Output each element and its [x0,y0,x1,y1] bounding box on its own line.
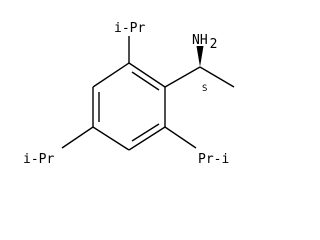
methyl-bond [199,66,235,88]
right-isopropyl-bond [164,126,197,149]
left-isopropyl-bond [61,126,94,149]
top-isopropyl-label: i-Pr [114,21,145,36]
wedge-bond [196,46,204,67]
ring-bond [92,62,130,88]
ring-double-bond [131,123,160,142]
ring-to-stereocenter-bond [164,66,201,88]
ring-bond [92,126,130,151]
ring-double-bond [131,71,160,91]
stereo-descriptor: S [202,84,207,94]
left-isopropyl-label: i-Pr [23,152,54,167]
right-isopropyl-label: Pr-i [198,152,229,167]
ring-bond [128,126,166,151]
ring-bond [128,62,166,88]
benzene-ring [92,62,166,151]
